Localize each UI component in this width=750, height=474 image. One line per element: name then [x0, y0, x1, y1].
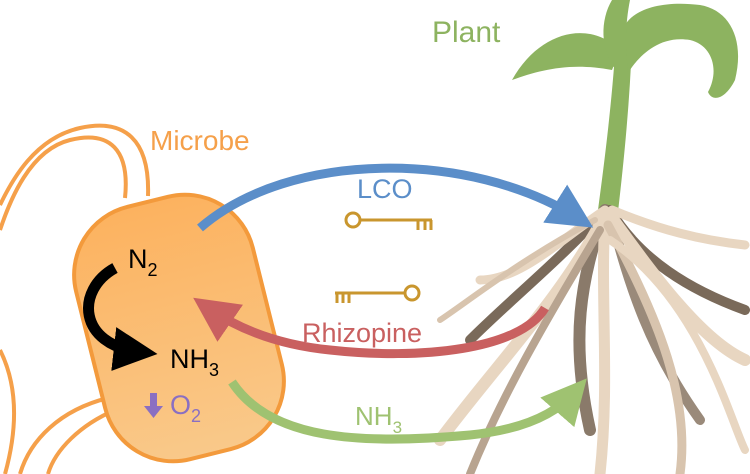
- plant-label: Plant: [432, 16, 501, 49]
- down-arrow-icon: [144, 393, 163, 418]
- nh3-cell-label: NH3: [170, 344, 219, 380]
- microbe-label: Microbe: [150, 125, 250, 156]
- nh3-arrow-label: NH3: [355, 401, 402, 437]
- nh3-arrow: [228, 378, 587, 444]
- n2-label: N2: [128, 244, 158, 280]
- o2-label: O2: [170, 390, 201, 426]
- plant-roots: [434, 204, 750, 474]
- key-icon: [335, 284, 421, 303]
- key-icon: [344, 211, 433, 230]
- rhizopine-label: Rhizopine: [302, 318, 422, 348]
- microbe-cell: [72, 192, 286, 464]
- rhizopine-arrow: [193, 297, 549, 359]
- plant-shoot: [512, 0, 739, 212]
- microbe-flagella: [0, 123, 151, 474]
- conversion-arrow: [83, 263, 158, 371]
- lco-label: LCO: [357, 174, 413, 204]
- lco-arrow: [197, 163, 594, 232]
